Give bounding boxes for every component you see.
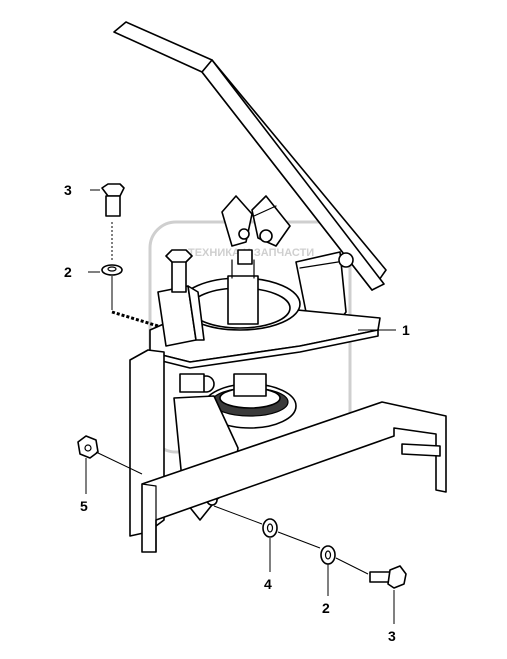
- nut: [77, 435, 99, 459]
- washer-top: [101, 264, 123, 276]
- bolt-lower: [369, 565, 407, 589]
- bolt-top: [101, 183, 125, 217]
- assembly-line-lower-2: [277, 531, 321, 549]
- callout-2-lower: 2: [322, 600, 330, 616]
- pedal-arm: [221, 195, 291, 247]
- mounting-bracket: [129, 349, 447, 553]
- actuator: [179, 373, 297, 429]
- callout-3-top: 3: [64, 182, 72, 198]
- assembly-line-lower-3: [335, 557, 369, 575]
- callout-4: 4: [264, 576, 272, 592]
- callout-2-top: 2: [64, 264, 72, 280]
- pedal-plate: [113, 21, 387, 291]
- cylinder-housing: [179, 249, 301, 331]
- callout-3-lower: 3: [388, 628, 396, 644]
- callout-5: 5: [80, 498, 88, 514]
- clamp-block: [157, 249, 205, 347]
- callout-1: 1: [402, 322, 410, 338]
- assembly-line-lower: [213, 505, 263, 525]
- assembly-path: [111, 310, 159, 328]
- washer-lower-4: [262, 518, 278, 538]
- washer-lower-2: [320, 545, 336, 565]
